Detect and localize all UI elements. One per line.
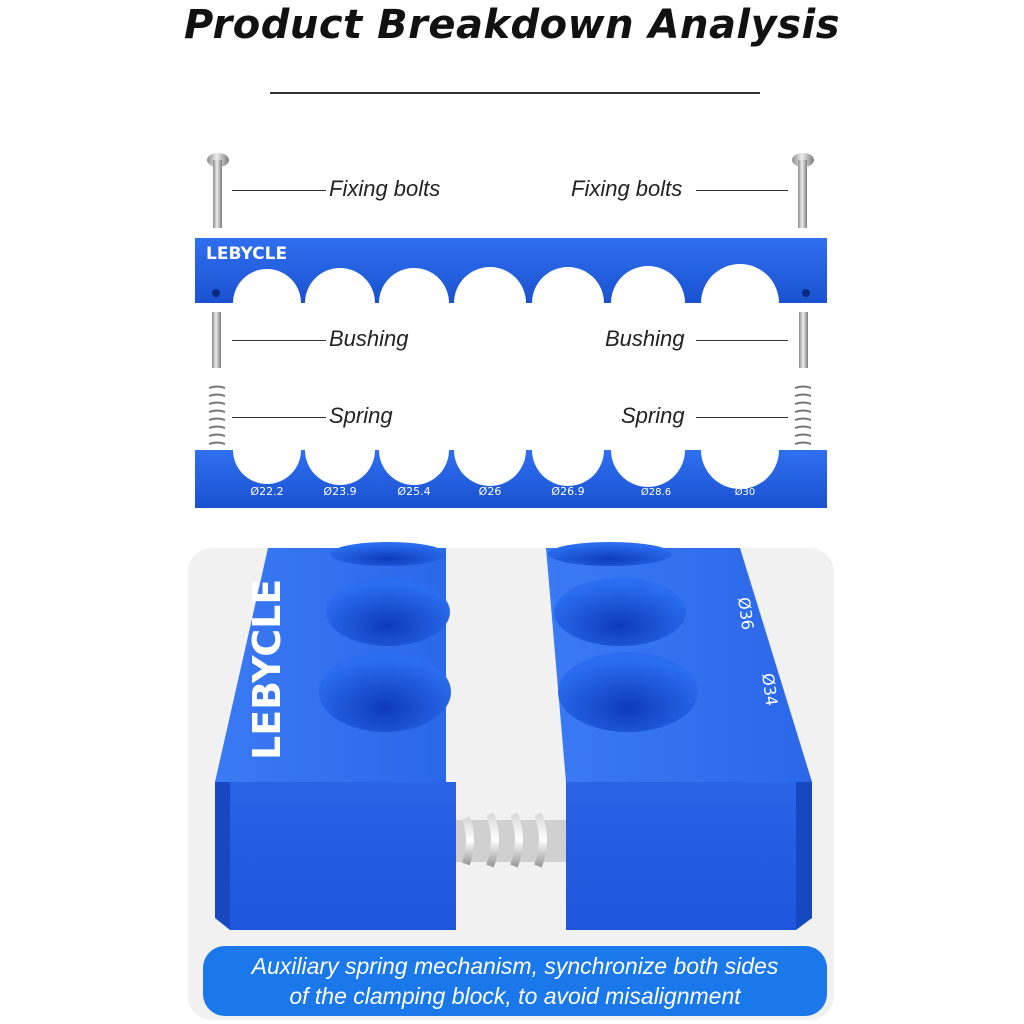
- size-label-3: Ø25.4: [397, 485, 430, 498]
- leader-bolts-right: [696, 190, 788, 191]
- spring-right: [794, 385, 812, 445]
- size-label-4: Ø26: [479, 485, 502, 498]
- top-block-logo: LEBYCLE: [206, 244, 287, 264]
- bottom-clamp-block: [195, 411, 827, 508]
- label-fixing-bolts-left: Fixing bolts: [329, 176, 441, 201]
- label-spring-right: Spring: [621, 403, 685, 428]
- caption-line-1: Auxiliary spring mechanism, synchronize …: [251, 953, 779, 979]
- photo-right-block: [546, 542, 812, 930]
- size-label-5: Ø26.9: [551, 485, 584, 498]
- leader-bushing-right: [696, 340, 788, 341]
- leader-bushing-left: [232, 340, 326, 341]
- bolt-right: [792, 153, 814, 228]
- photo-size-label-34: Ø34: [758, 672, 781, 707]
- title-divider: [270, 92, 760, 94]
- caption-banner: Auxiliary spring mechanism, synchronize …: [203, 946, 827, 1016]
- photo-spring: [456, 812, 566, 868]
- leader-bolts-left: [232, 190, 326, 191]
- caption-line-2: of the clamping block, to avoid misalign…: [289, 983, 741, 1009]
- size-label-2: Ø23.9: [323, 485, 356, 498]
- bushing-left: [212, 312, 221, 368]
- label-fixing-bolts-right: Fixing bolts: [571, 176, 683, 201]
- photo-size-label-36: Ø36: [734, 596, 757, 631]
- leader-spring-left: [232, 417, 326, 418]
- top-clamp-block: [195, 238, 827, 342]
- photo-left-block: [215, 542, 456, 930]
- label-bushing-right: Bushing: [605, 326, 685, 351]
- bolt-left: [207, 153, 229, 228]
- size-label-6: Ø28.6: [641, 486, 671, 498]
- bushing-right: [799, 312, 808, 368]
- photo-logo: LEBYCLE: [245, 579, 289, 760]
- label-spring-left: Spring: [329, 403, 393, 428]
- page-title: Product Breakdown Analysis: [183, 2, 841, 48]
- label-bushing-left: Bushing: [329, 326, 409, 351]
- size-label-1: Ø22.2: [250, 485, 283, 498]
- size-label-7: Ø30: [735, 486, 756, 498]
- spring-left: [208, 385, 226, 445]
- leader-spring-right: [696, 417, 788, 418]
